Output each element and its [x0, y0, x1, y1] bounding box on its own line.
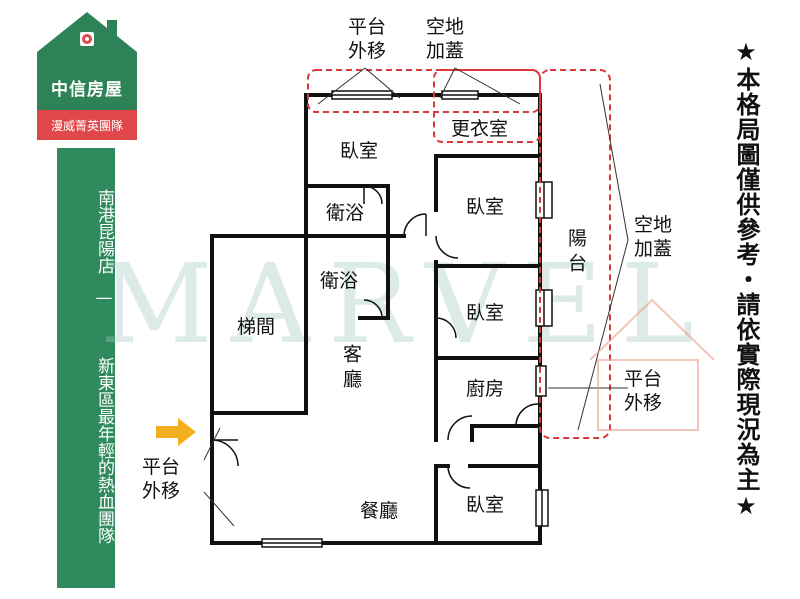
door-swing	[403, 213, 427, 237]
label-vacant-add-top-1: 空地	[426, 16, 465, 38]
house-roof-icon	[37, 12, 137, 66]
door-swing	[363, 299, 383, 319]
label-bedroom-bottom: 臥室	[466, 494, 505, 516]
label-bedroom-right-mid: 臥室	[466, 302, 505, 324]
door-swing	[447, 465, 471, 489]
label-platform-move-right-2: 外移	[624, 392, 663, 414]
label-bedroom-top: 臥室	[340, 140, 379, 162]
label-platform-move-right-1: 平台	[624, 368, 663, 390]
disclaimer: ★本格局圖僅供參考・請依實際現況為主★	[732, 38, 760, 521]
label-platform-move-left-2: 外移	[142, 480, 181, 502]
banner-separator: —	[94, 288, 114, 308]
label-platform-move-top-2: 外移	[348, 40, 387, 62]
watermark: MARVEL	[100, 240, 712, 368]
label-bathroom-1: 衛浴	[326, 202, 365, 224]
door-swing	[363, 185, 383, 205]
label-living-room: 客廳	[340, 344, 362, 394]
label-vacant-add-top-2: 加蓋	[426, 40, 465, 62]
door-swing	[515, 403, 539, 427]
brand-team: 漫威菁英團隊	[37, 110, 137, 140]
door-swing	[435, 317, 457, 339]
brand-logo: 中信房屋 漫威菁英團隊	[37, 12, 137, 140]
label-bathroom-2: 衛浴	[320, 270, 359, 292]
store-name: 南港昆陽店	[94, 188, 114, 274]
label-vacant-add-right-2: 加蓋	[634, 238, 673, 260]
dashed-extension-balcony	[539, 69, 611, 439]
label-dining-room: 餐廳	[360, 500, 399, 522]
label-platform-move-left-1: 平台	[142, 456, 181, 478]
label-dressing-room: 更衣室	[451, 118, 509, 140]
team-slogan: 新東區最年輕的熱血團隊	[94, 356, 114, 544]
label-platform-move-top-1: 平台	[348, 16, 387, 38]
side-banner: 南港昆陽店 — 新東區最年輕的熱血團隊	[57, 148, 115, 588]
label-vacant-add-right-1: 空地	[634, 214, 673, 236]
door-swing	[447, 415, 473, 441]
label-balcony: 陽台	[565, 228, 587, 278]
label-kitchen: 廚房	[466, 378, 505, 400]
arrow-right-icon	[156, 418, 196, 446]
door-swing	[435, 235, 459, 259]
dashed-extension-dressing	[433, 69, 541, 143]
label-stairwell: 梯間	[237, 316, 276, 338]
brand-name: 中信房屋	[37, 64, 137, 110]
label-bedroom-right-upper: 臥室	[466, 196, 505, 218]
